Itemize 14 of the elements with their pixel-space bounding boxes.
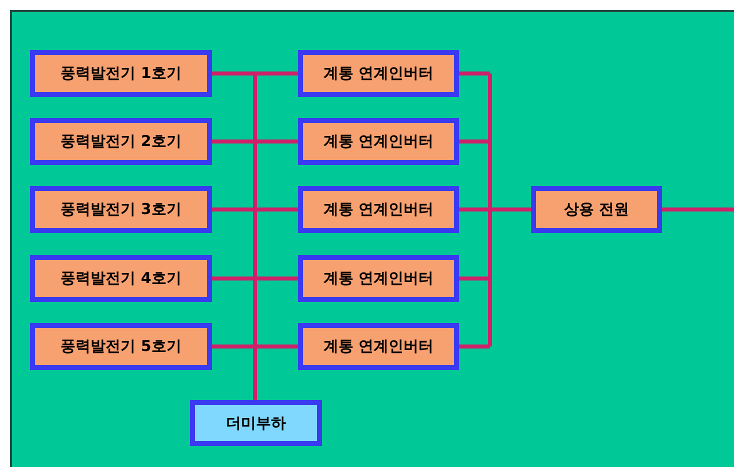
generator-box: 풍력발전기 4호기 [30,255,212,302]
connector-line [662,208,734,212]
inverter-box: 계통 연계인버터 [298,118,459,165]
generator-box: 풍력발전기 1호기 [30,50,212,97]
generator-box: 풍력발전기 2호기 [30,118,212,165]
inverter-box: 계통 연계인버터 [298,255,459,302]
inverter-box: 계통 연계인버터 [298,50,459,97]
connector-line [457,72,533,348]
generator-box: 풍력발전기 3호기 [30,186,212,233]
inverter-box: 계통 연계인버터 [298,186,459,233]
generator-box: 풍력발전기 5호기 [30,323,212,370]
load-box: 더미부하 [190,400,322,446]
inverter-box: 계통 연계인버터 [298,323,459,370]
power-source-box: 상용 전원 [531,186,662,233]
